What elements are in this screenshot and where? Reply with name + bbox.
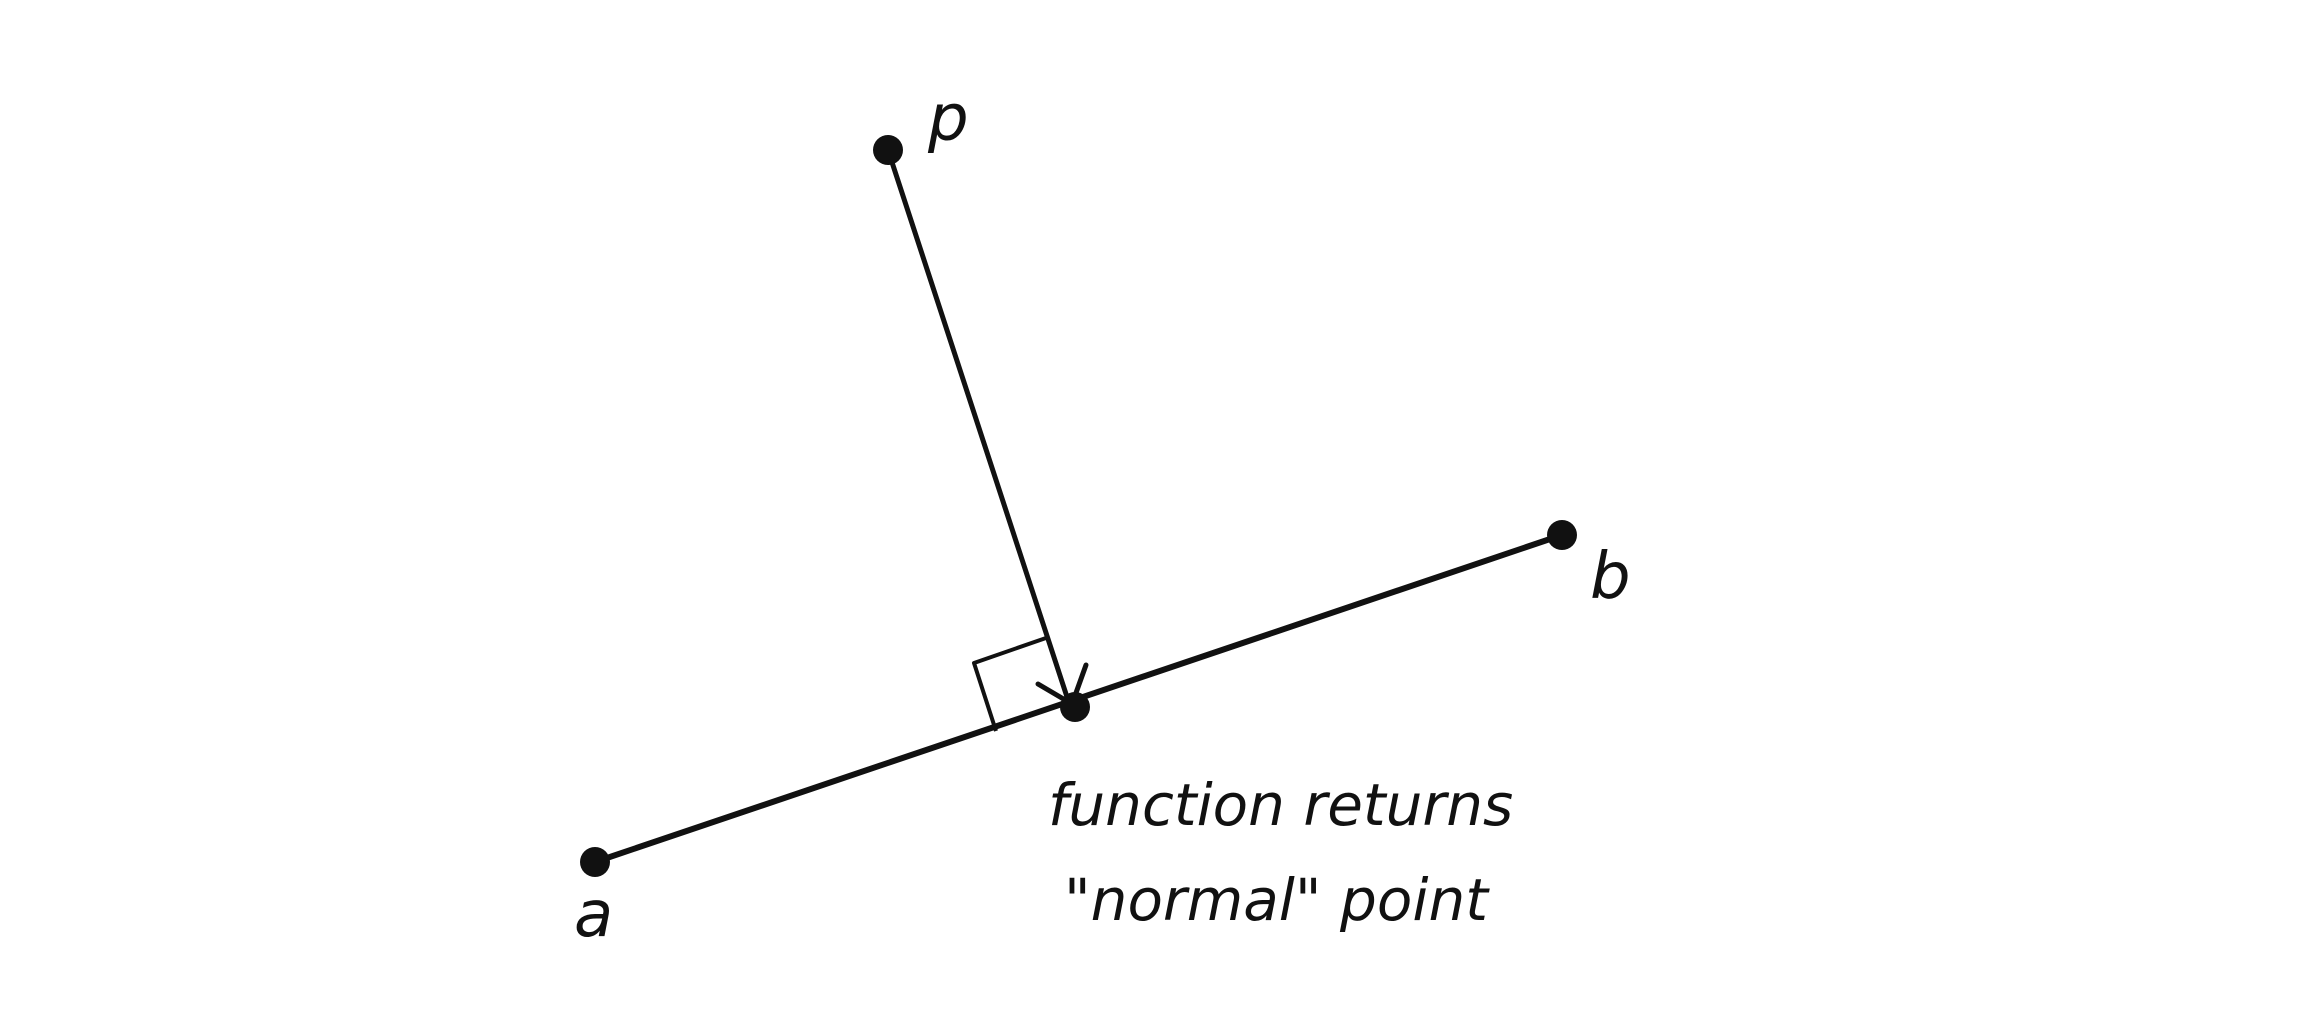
normal-point <box>1060 692 1090 722</box>
label-p: p <box>927 82 969 156</box>
caption-line-1: function returns <box>1048 771 1513 839</box>
perpendicular-line <box>885 147 1071 703</box>
point-a <box>580 847 610 877</box>
caption-line-2: "normal" point <box>1064 866 1490 934</box>
label-b: b <box>1590 540 1631 614</box>
right-angle-marker <box>972 636 1047 732</box>
point-p <box>873 135 903 165</box>
label-a: a <box>574 878 613 952</box>
point-b <box>1547 520 1577 550</box>
